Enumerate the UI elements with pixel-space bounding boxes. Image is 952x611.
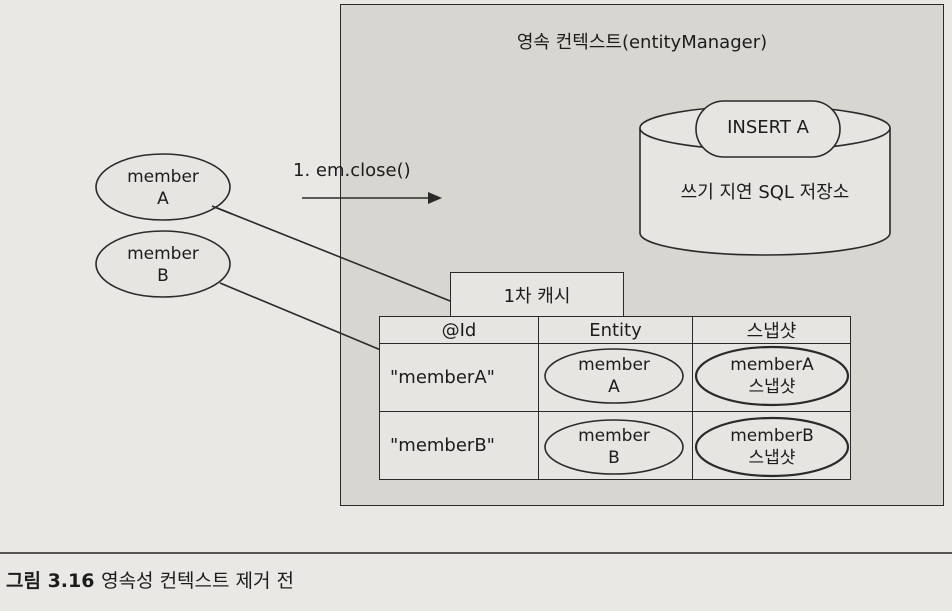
sql-store-label: 쓰기 지연 SQL 저장소 — [680, 182, 850, 203]
header-snapshot: 스냅샷 — [692, 316, 851, 344]
caption-divider — [0, 552, 952, 554]
insert-sql-label: INSERT A — [727, 117, 809, 138]
snapshot-oval — [694, 345, 850, 407]
cache-key: "memberB" — [390, 435, 495, 456]
snapshot-oval — [694, 416, 850, 478]
external-member-b: member B — [127, 244, 199, 286]
figure-caption-text: 영속성 컨텍스트 제거 전 — [101, 570, 295, 592]
external-entity-oval — [95, 153, 231, 221]
snapshot-member-a: memberA 스냅샷 — [730, 355, 814, 397]
persistence-context-title: 영속 컨텍스트(entityManager) — [516, 32, 768, 53]
insert-sql-pill — [695, 100, 841, 158]
operation-label: 1. em.close() — [293, 160, 411, 181]
cache-title: 1차 캐시 — [450, 272, 624, 317]
figure-caption: 그림 3.16 영속성 컨텍스트 제거 전 — [6, 566, 294, 593]
entity-oval — [544, 419, 684, 475]
cache-key: "memberA" — [390, 367, 495, 388]
entity-member-b: member B — [578, 426, 650, 468]
snapshot-member-b: memberB 스냅샷 — [730, 426, 814, 468]
entity-member-a: member A — [578, 355, 650, 397]
sql-store-cylinder — [639, 128, 891, 256]
external-member-a: member A — [127, 167, 199, 209]
operation-arrow-head — [428, 192, 442, 204]
entity-oval — [544, 348, 684, 404]
external-entity-oval — [95, 230, 231, 298]
figure-number: 그림 3.16 — [6, 570, 95, 592]
